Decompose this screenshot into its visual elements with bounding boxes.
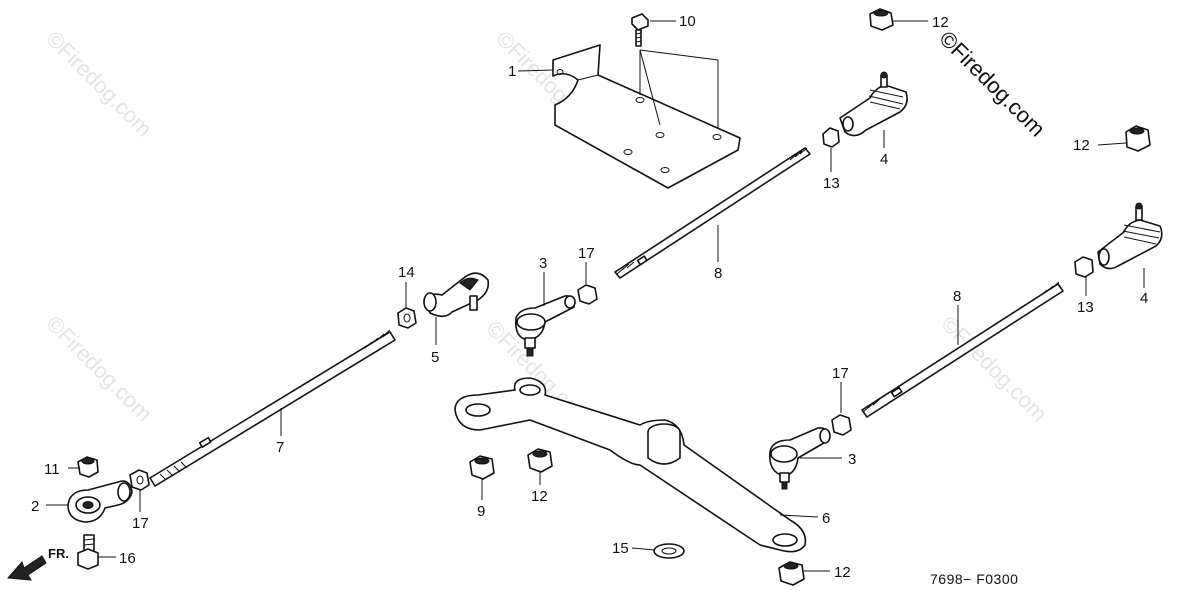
washer-15 bbox=[653, 543, 685, 559]
figure-code: 7698− F0300 bbox=[930, 571, 1018, 587]
nut-12-top bbox=[869, 8, 894, 31]
watermark: ©Firedog.com bbox=[41, 311, 157, 427]
nut-11 bbox=[77, 456, 99, 478]
nut-12-right bbox=[1125, 125, 1151, 152]
nut-17-upper bbox=[577, 284, 598, 305]
nut-17-lower-right bbox=[831, 414, 852, 436]
nut-12-bottom bbox=[778, 561, 805, 586]
tie-rod-8-top bbox=[614, 147, 811, 279]
callout-8: 8 bbox=[953, 288, 961, 305]
watermark-dark: ©Firedog.com bbox=[934, 26, 1050, 142]
nut-14 bbox=[397, 307, 417, 329]
front-direction-arrow: FR. bbox=[6, 546, 69, 581]
nut-13-top bbox=[822, 127, 840, 148]
tie-rod-end-3-lower bbox=[768, 427, 831, 490]
callout-9: 9 bbox=[477, 503, 485, 520]
rod-end-2 bbox=[67, 480, 133, 523]
nut-9 bbox=[469, 455, 495, 480]
flange-bolt-10 bbox=[631, 13, 719, 128]
callout-15: 15 bbox=[612, 540, 629, 557]
callout-7: 7 bbox=[276, 439, 284, 456]
callout-3: 3 bbox=[539, 255, 547, 272]
callout-6: 6 bbox=[822, 510, 830, 527]
callout-5: 5 bbox=[431, 349, 439, 366]
callout-4: 4 bbox=[1140, 290, 1148, 307]
callout-12: 12 bbox=[932, 14, 949, 31]
equalizer-arm-6 bbox=[454, 377, 807, 553]
callout-17: 17 bbox=[132, 515, 149, 532]
callout-2: 2 bbox=[31, 498, 39, 515]
callout-13: 13 bbox=[823, 175, 840, 192]
leader-lines bbox=[46, 20, 1145, 572]
nut-17-lower-left bbox=[129, 469, 150, 491]
callout-4: 4 bbox=[880, 151, 888, 168]
callout-1: 1 bbox=[508, 63, 516, 80]
callout-3: 3 bbox=[848, 451, 856, 468]
nut-13-lower bbox=[1074, 256, 1094, 278]
tie-rod-8-lower bbox=[861, 281, 1064, 418]
callout-17: 17 bbox=[578, 245, 595, 262]
nut-12-lower bbox=[527, 448, 553, 473]
tie-rod-end-4-top bbox=[839, 71, 908, 137]
tie-rod-7 bbox=[149, 329, 396, 487]
bolt-16 bbox=[77, 534, 99, 570]
tie-rod-end-5 bbox=[423, 272, 490, 318]
callout-17: 17 bbox=[832, 365, 849, 382]
callout-12: 12 bbox=[1073, 137, 1090, 154]
callout-8: 8 bbox=[714, 265, 722, 282]
callout-16: 16 bbox=[119, 550, 136, 567]
callout-12: 12 bbox=[531, 488, 548, 505]
tie-rod-end-4-lower bbox=[1097, 202, 1163, 270]
callout-10: 10 bbox=[679, 13, 696, 30]
tie-rod-end-3-upper bbox=[514, 295, 576, 357]
watermark: ©Firedog.com bbox=[41, 26, 157, 142]
bracket-plate bbox=[552, 44, 741, 189]
callout-14: 14 bbox=[398, 264, 415, 281]
watermarks: ©Firedog.com ©Firedog.com ©Firedog.com ©… bbox=[41, 26, 1052, 432]
callout-11: 11 bbox=[44, 461, 60, 478]
callout-12: 12 bbox=[834, 564, 851, 581]
front-label: FR. bbox=[48, 546, 69, 561]
callout-13: 13 bbox=[1077, 299, 1094, 316]
callout-labels: 1 10 12 12 13 4 3 17 8 14 5 7 11 2 17 16… bbox=[31, 13, 1148, 581]
